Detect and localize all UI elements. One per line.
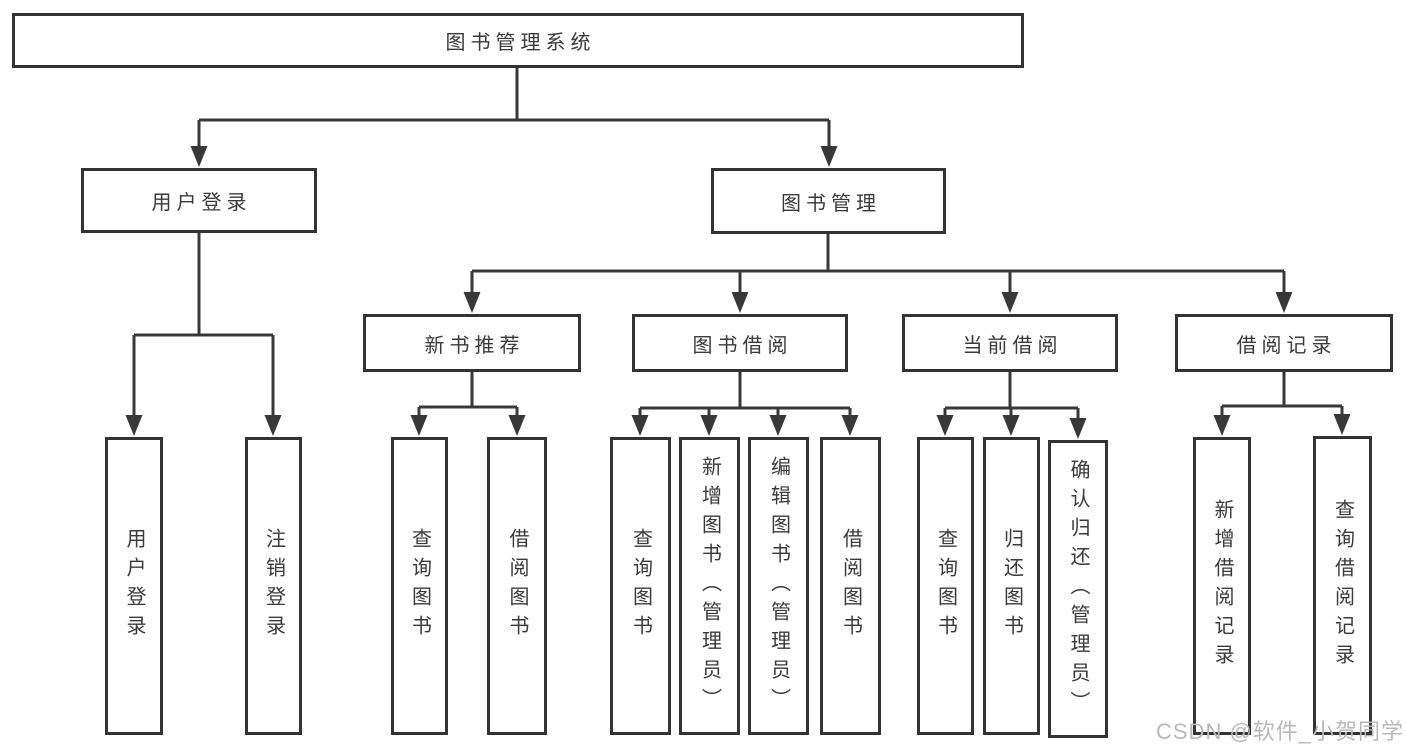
node-root: 图书管理系统 xyxy=(12,13,1024,68)
node-label: 用户登录 xyxy=(123,528,145,644)
leaf-borrow-add-admin: 新增图书（管理员） xyxy=(679,437,740,735)
node-book-management: 图书管理 xyxy=(711,168,946,234)
node-label: 借阅图书 xyxy=(506,528,528,644)
leaf-newbook-query: 查询图书 xyxy=(391,437,448,735)
node-label: 图书管理系统 xyxy=(445,32,596,54)
node-label: 新增图书（管理员） xyxy=(698,455,721,717)
node-label: 确认归还（管理员） xyxy=(1067,458,1089,720)
node-label: 图书管理 xyxy=(781,192,881,215)
node-label: 用户登录 xyxy=(151,192,252,214)
node-label: 借阅记录 xyxy=(1236,334,1337,357)
node-label: 注销登录 xyxy=(262,528,285,644)
node-label: 新增借阅记录 xyxy=(1211,499,1233,673)
node-current-borrow: 当前借阅 xyxy=(902,314,1118,372)
node-label: 查询图书 xyxy=(934,528,957,644)
node-label: 查询图书 xyxy=(408,528,431,644)
leaf-borrow-book: 借阅图书 xyxy=(820,437,881,735)
leaf-records-query: 查询借阅记录 xyxy=(1313,436,1372,735)
node-label: 归还图书 xyxy=(1000,528,1023,644)
leaf-records-add: 新增借阅记录 xyxy=(1193,437,1251,735)
node-user-login: 用户登录 xyxy=(81,168,317,233)
node-label: 借阅图书 xyxy=(839,528,862,644)
leaf-borrow-query: 查询图书 xyxy=(610,437,671,735)
node-label: 编辑图书（管理员） xyxy=(767,455,790,717)
leaf-borrow-edit-admin: 编辑图书（管理员） xyxy=(748,437,809,735)
node-label: 当前借阅 xyxy=(962,334,1063,357)
node-new-book-recommend: 新书推荐 xyxy=(363,314,581,372)
leaf-user-login: 用户登录 xyxy=(105,437,163,735)
node-label: 新书推荐 xyxy=(424,334,525,357)
leaf-current-query: 查询图书 xyxy=(917,437,974,735)
leaf-current-return: 归还图书 xyxy=(983,437,1040,735)
node-borrow-records: 借阅记录 xyxy=(1175,314,1393,372)
leaf-current-confirm-admin: 确认归还（管理员） xyxy=(1048,440,1108,738)
node-label: 查询借阅记录 xyxy=(1331,498,1354,673)
node-book-borrow: 图书借阅 xyxy=(632,314,848,372)
leaf-logout: 注销登录 xyxy=(245,437,302,735)
leaf-newbook-borrow: 借阅图书 xyxy=(487,437,547,735)
node-label: 图书借阅 xyxy=(692,334,793,357)
node-label: 查询图书 xyxy=(629,528,652,644)
watermark: CSDN @软件_小贺同学 xyxy=(1156,719,1405,744)
